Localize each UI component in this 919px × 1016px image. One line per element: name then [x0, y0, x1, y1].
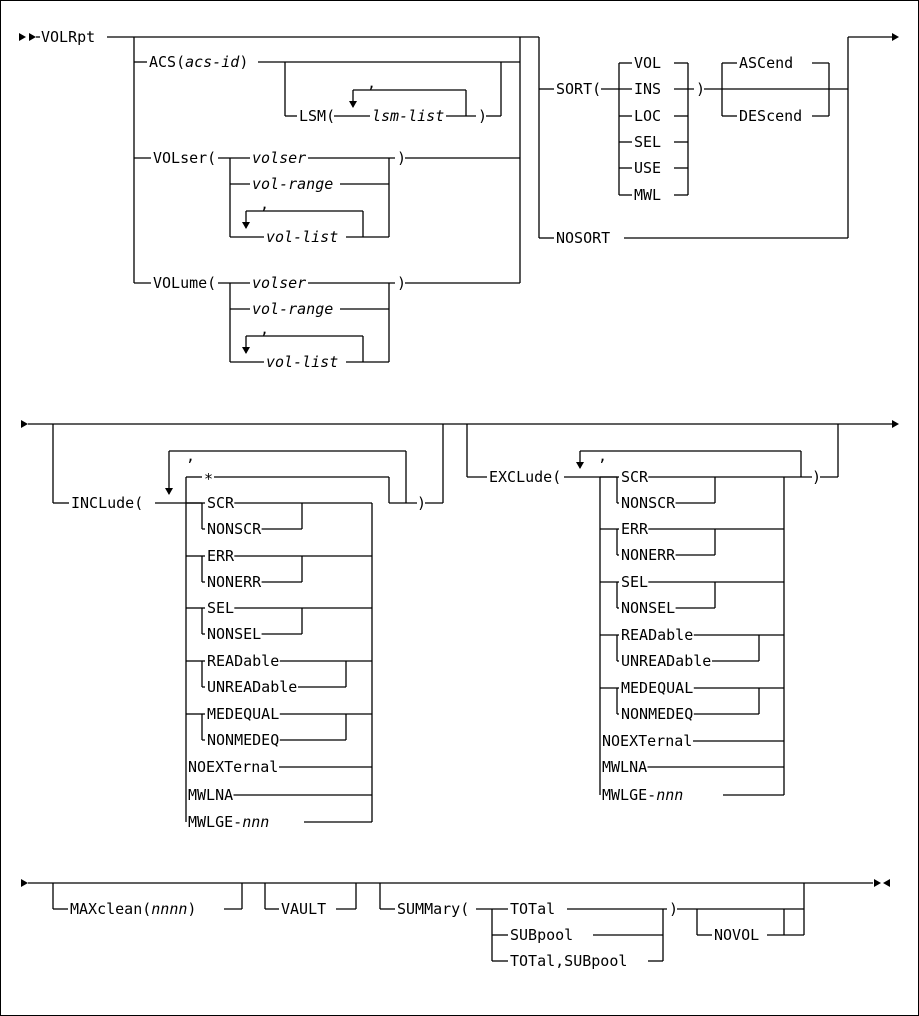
- label-lsm: LSM(: [299, 107, 335, 125]
- lsm-repeat-arrow: [349, 101, 357, 108]
- label-acs: ACS(acs-id): [149, 53, 248, 71]
- volser-volser: volser: [252, 149, 306, 167]
- label-volrpt: VOLRpt: [41, 28, 95, 46]
- label-sort: SORT(: [556, 80, 601, 98]
- sort-order-asc: ASCend: [739, 54, 793, 72]
- sort-order-desc: DEScend: [739, 107, 802, 125]
- include-opt-4-b: NONMEDEQ: [207, 731, 279, 749]
- exclude-close: ): [812, 468, 821, 486]
- include-keyword: INCLude(: [71, 494, 143, 512]
- volume-keyword: VOLume(: [153, 274, 216, 292]
- volume-comma: ,: [260, 320, 269, 338]
- sort-field-2: LOC: [634, 107, 661, 125]
- exclude-single-0: NOEXTernal: [602, 732, 692, 750]
- volume-volser: volser: [252, 274, 306, 292]
- include-opt-3-b: UNREADable: [207, 678, 297, 696]
- label-nosort: NOSORT: [556, 229, 610, 247]
- exclude-opt-0-b: NONSCR: [621, 494, 676, 512]
- volser-repeat-arrow: [242, 222, 250, 229]
- include-opt-0-b: NONSCR: [207, 520, 262, 538]
- include-opt-1-b: NONERR: [207, 573, 262, 591]
- sort-field-5: MWL: [634, 186, 661, 204]
- include-opt-2-a: SEL: [207, 599, 234, 617]
- novol: NOVOL: [714, 926, 759, 944]
- row2-start-arrow: [21, 420, 28, 428]
- include-opt-1-a: ERR: [207, 547, 235, 565]
- label-lsm-comma: ,: [367, 74, 376, 92]
- include-opt-3-a: READable: [207, 652, 279, 670]
- start-arrow-1: [19, 33, 26, 41]
- row2-continue-arrow: [892, 420, 899, 428]
- include-repeat-arrow: [165, 488, 173, 495]
- maxclean: MAXclean(nnnn): [70, 900, 196, 918]
- end-bar-arrow: [883, 879, 890, 887]
- volser-close: ): [397, 149, 406, 167]
- exclude-opt-0-a: SCR: [621, 468, 649, 486]
- sort-field-4: USE: [634, 159, 661, 177]
- include-star: *: [204, 470, 213, 488]
- volume-range: vol-range: [252, 300, 333, 318]
- include-opt-2-b: NONSEL: [207, 625, 261, 643]
- label-lsm-list: lsm-list: [372, 107, 444, 125]
- sort-field-0: VOL: [634, 54, 661, 72]
- include-single-0: NOEXTernal: [188, 758, 278, 776]
- volser-list: vol-list: [266, 228, 338, 246]
- vault: VAULT: [281, 900, 326, 918]
- sort-close: ): [696, 80, 705, 98]
- exclude-mwlge: MWLGE-nnn: [602, 786, 683, 804]
- summary-opt-1: SUBpool: [510, 926, 573, 944]
- volume-repeat-arrow: [242, 347, 250, 354]
- volser-comma: ,: [260, 195, 269, 213]
- row1-continue-arrow: [892, 33, 899, 41]
- summary-opt-2: TOTal,SUBpool: [510, 952, 627, 970]
- exclude-comma: ,: [598, 447, 607, 465]
- include-close: ): [417, 494, 426, 512]
- exclude-repeat-arrow: [576, 462, 584, 469]
- include-opt-0-a: SCR: [207, 494, 235, 512]
- label-lsm-close: ): [478, 107, 487, 125]
- include-single-1: MWLNA: [188, 786, 233, 804]
- diagram-arrows: [19, 33, 899, 887]
- include-opt-4-a: MEDEQUAL: [207, 705, 279, 723]
- end-arrow: [874, 879, 881, 887]
- diagram-lines: [28, 36, 895, 962]
- exclude-opt-2-b: NONSEL: [621, 599, 675, 617]
- include-mwlge: MWLGE-nnn: [188, 813, 269, 831]
- start-arrow-2: [29, 33, 36, 41]
- exclude-opt-2-a: SEL: [621, 573, 648, 591]
- exclude-opt-3-a: READable: [621, 626, 693, 644]
- sort-field-1: INS: [634, 80, 661, 98]
- volser-keyword: VOLser(: [153, 149, 216, 167]
- volume-list: vol-list: [266, 353, 338, 371]
- exclude-opt-4-b: NONMEDEQ: [621, 705, 693, 723]
- exclude-single-1: MWLNA: [602, 758, 647, 776]
- exclude-keyword: EXCLude(: [489, 468, 561, 486]
- exclude-opt-1-a: ERR: [621, 520, 649, 538]
- row3-start-arrow: [21, 879, 28, 887]
- include-comma: ,: [186, 447, 195, 465]
- volser-range: vol-range: [252, 175, 333, 193]
- exclude-opt-1-b: NONERR: [621, 546, 676, 564]
- exclude-opt-4-a: MEDEQUAL: [621, 679, 693, 697]
- summary-opt-0: TOTal: [510, 900, 555, 918]
- volume-close: ): [397, 274, 406, 292]
- summary-keyword: SUMMary(: [397, 900, 469, 918]
- exclude-opt-3-b: UNREADable: [621, 652, 711, 670]
- summary-close: ): [669, 900, 678, 918]
- sort-field-3: SEL: [634, 133, 661, 151]
